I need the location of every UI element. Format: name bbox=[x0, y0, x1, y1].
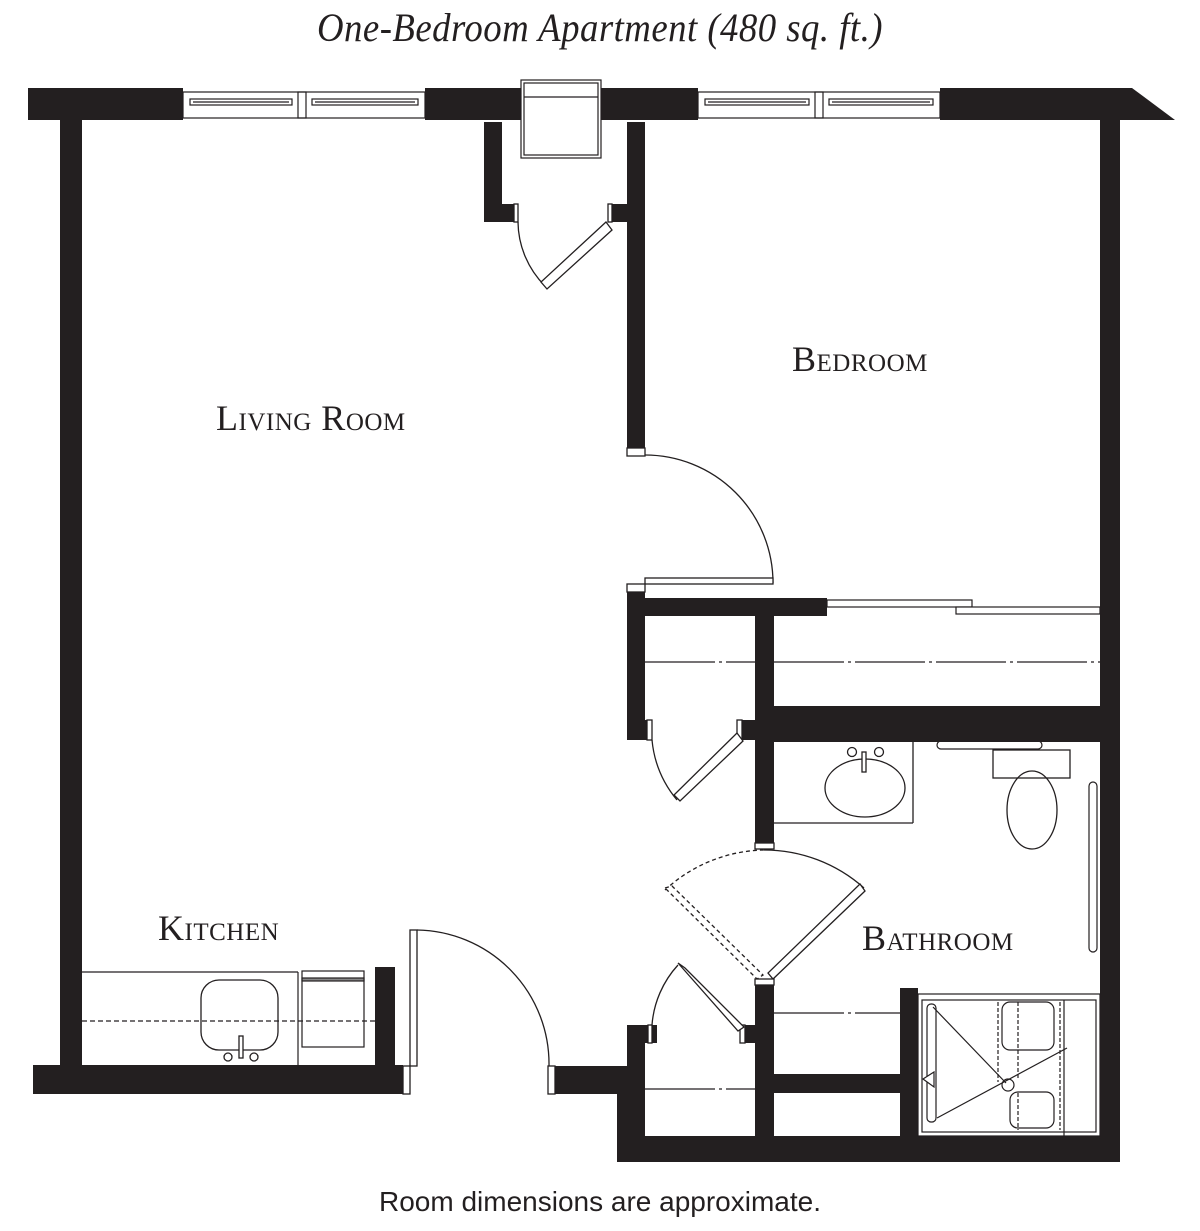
kitchen-sink bbox=[200, 979, 279, 1062]
range bbox=[301, 970, 365, 1048]
room-label-living-room: Living Room bbox=[216, 398, 406, 438]
bathroom-sink bbox=[774, 742, 914, 824]
room-label-kitchen: Kitchen bbox=[158, 908, 279, 948]
walls bbox=[28, 88, 1175, 1162]
wall-ac-unit bbox=[520, 79, 602, 159]
window-bedroom bbox=[697, 91, 941, 119]
plan-title: One-Bedroom Apartment (480 sq. ft.) bbox=[316, 5, 883, 50]
window-living-room bbox=[182, 91, 426, 119]
room-label-bathroom: Bathroom bbox=[862, 918, 1014, 958]
grab-bar bbox=[936, 740, 1098, 953]
kitchen-counter bbox=[82, 971, 375, 1065]
closet-rods bbox=[645, 661, 1100, 1090]
toilet bbox=[992, 749, 1071, 850]
shower bbox=[917, 993, 1101, 1137]
bedroom-closet-sliding-doors bbox=[826, 599, 1101, 615]
doors bbox=[402, 203, 866, 1095]
footnote: Room dimensions are approximate. bbox=[379, 1186, 821, 1217]
room-label-bedroom: Bedroom bbox=[792, 339, 928, 379]
